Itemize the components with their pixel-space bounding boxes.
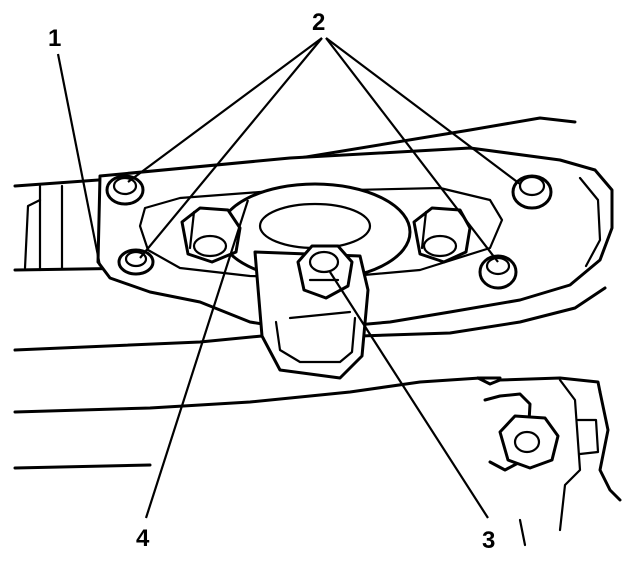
bolt-upper-right bbox=[511, 174, 553, 210]
leader-2a bbox=[127, 37, 323, 183]
bolt-lower-left bbox=[117, 248, 155, 276]
bolt-upper-left bbox=[105, 174, 145, 206]
frame-rail bbox=[13, 116, 607, 470]
leader-3 bbox=[329, 271, 489, 519]
crossmember-bracket bbox=[476, 376, 622, 547]
leader-2d bbox=[325, 37, 499, 263]
callout-4: 4 bbox=[136, 525, 150, 552]
leader-2c bbox=[325, 37, 521, 185]
large-nut-right bbox=[412, 206, 472, 264]
large-nut-left bbox=[180, 206, 242, 264]
leader-4 bbox=[144, 199, 250, 519]
callout-3: 3 bbox=[482, 527, 495, 554]
leader-2b bbox=[139, 37, 323, 259]
bolt-lower-right bbox=[478, 254, 518, 290]
callout-1: 1 bbox=[48, 25, 61, 52]
leader-1 bbox=[56, 53, 102, 267]
callout-2: 2 bbox=[312, 9, 325, 36]
leader-lines bbox=[56, 37, 521, 519]
